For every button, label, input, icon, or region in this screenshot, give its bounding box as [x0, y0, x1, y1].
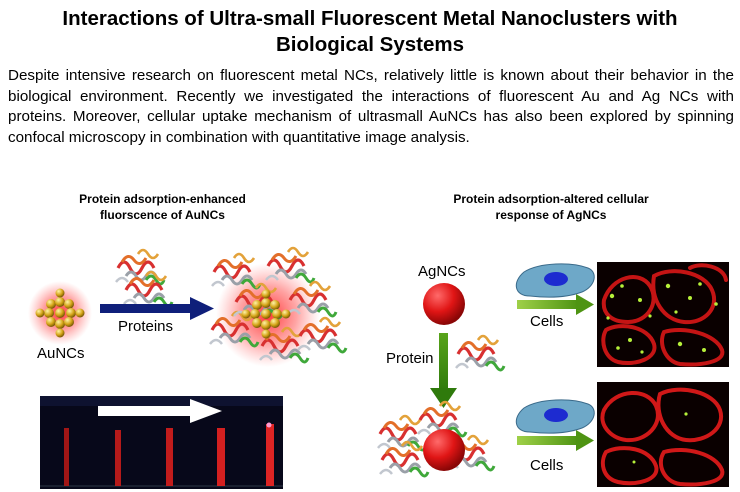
title-line-1: Interactions of Ultra-small Fluorescent …	[62, 7, 678, 30]
left-heading-line-1: Protein adsorption-enhanced	[79, 192, 246, 206]
cells-arrow-bottom	[517, 430, 594, 451]
left-heading-line-2: fluorscence of AuNCs	[100, 208, 225, 222]
right-heading-line-2: response of AgNCs	[495, 208, 607, 222]
page-title: Interactions of Ultra-small Fluorescent …	[0, 6, 740, 58]
cells-arrow-top	[517, 294, 594, 315]
left-panel-heading: Protein adsorption-enhanced fluorscence …	[40, 191, 285, 223]
aunc-label: AuNCs	[37, 345, 85, 362]
protein-down-arrow	[430, 333, 457, 408]
cells-label-bottom: Cells	[530, 457, 564, 474]
confocal-image-top	[597, 262, 729, 367]
protein-molecule-icon	[454, 334, 506, 372]
agnc-label: AgNCs	[418, 263, 466, 280]
agnc-particle	[423, 283, 465, 325]
proteins-arrow	[100, 297, 214, 320]
increasing-arrow-icon	[98, 399, 222, 423]
proteins-arrow-label: Proteins	[118, 318, 174, 335]
protein-molecule-icon	[114, 248, 174, 308]
cell-icon	[515, 263, 595, 298]
protein-coated-aunc	[208, 246, 348, 367]
right-heading-line-1: Protein adsorption-altered cellular	[453, 192, 649, 206]
aunc-glow-cluster	[28, 281, 92, 345]
intro-paragraph: Despite intensive research on fluorescen…	[8, 67, 734, 146]
confocal-image-bottom	[597, 382, 729, 487]
vial-photo	[40, 396, 283, 489]
protein-coated-agnc	[376, 400, 496, 478]
cells-label-top: Cells	[530, 313, 564, 330]
right-panel-heading: Protein adsorption-altered cellular resp…	[420, 191, 682, 223]
protein-label: Protein	[386, 350, 434, 367]
cell-icon	[515, 399, 595, 434]
title-line-2: Biological Systems	[276, 33, 464, 56]
